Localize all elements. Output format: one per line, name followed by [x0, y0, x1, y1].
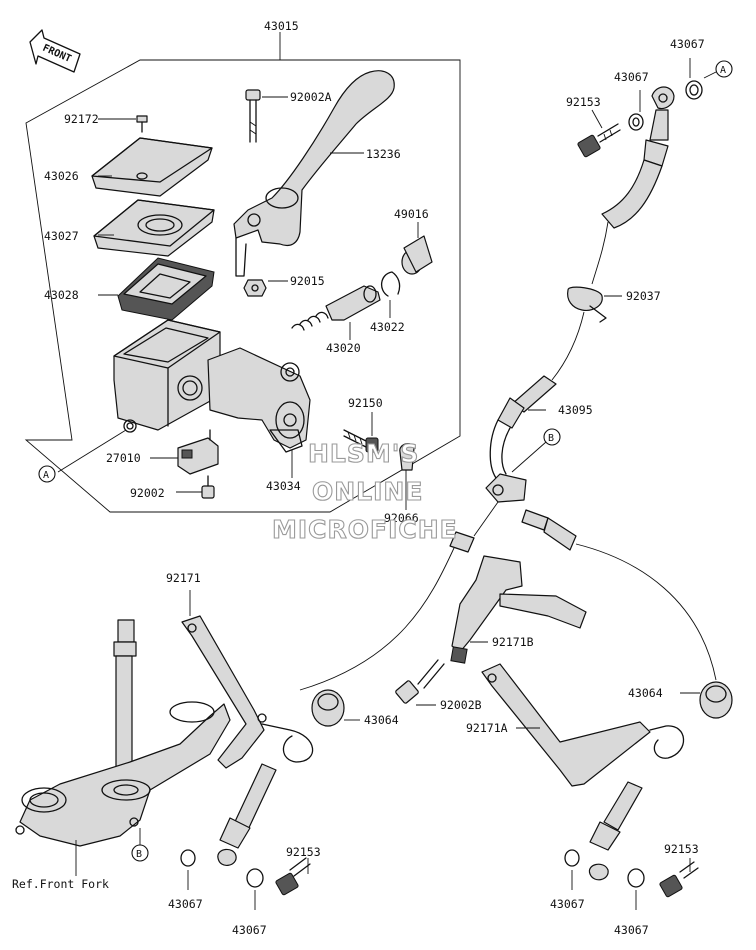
label-43067-bottom-right-1: 43067 [550, 897, 585, 911]
front-arrow: FRONT [29, 29, 81, 73]
marker-a-top: A [715, 60, 733, 78]
label-43067-mid: 43067 [614, 70, 649, 84]
label-92015: 92015 [290, 274, 325, 288]
label-43015: 43015 [264, 19, 299, 33]
label-92066: 92066 [384, 511, 419, 525]
nut-92015 [243, 279, 267, 297]
svg-text:MICROFICHE: MICROFICHE [272, 515, 458, 544]
cap-92066 [399, 443, 415, 471]
label-43064-left: 43064 [364, 713, 399, 727]
svg-text:B: B [548, 433, 554, 444]
bracket-92171B [450, 555, 587, 664]
bracket-92171 [181, 615, 314, 769]
label-43067-bottom-right-2: 43067 [614, 923, 649, 937]
label-43028: 43028 [44, 288, 79, 302]
diaphragm-43028 [117, 257, 215, 321]
watermark: HLSM'S ONLINE MICROFICHE [271, 438, 458, 544]
svg-text:B: B [136, 849, 142, 860]
brake-switch-27010 [177, 429, 219, 475]
label-43020: 43020 [326, 341, 361, 355]
circlip-43022 [381, 271, 401, 297]
label-43022: 43022 [370, 320, 405, 334]
brake-hose-joint [299, 473, 717, 691]
brake-lever-13236 [233, 70, 395, 277]
bolt-92153-top [577, 123, 621, 158]
svg-text:A: A [720, 65, 726, 76]
front-fork-stem [15, 619, 231, 847]
label-ref-front-fork: Ref.Front Fork [12, 877, 109, 891]
label-92150: 92150 [348, 396, 383, 410]
svg-text:HLSM'S: HLSM'S [308, 439, 419, 468]
label-92002: 92002 [130, 486, 165, 500]
bracket-92171A [481, 663, 685, 787]
brake-hose-lower-left [180, 763, 311, 896]
label-92153-bottom-left: 92153 [286, 845, 321, 859]
screw-92172 [136, 115, 148, 133]
label-43026: 43026 [44, 169, 79, 183]
label-13236: 13236 [366, 147, 401, 161]
kit-frame [24, 59, 461, 513]
label-92171B: 92171B [492, 635, 534, 649]
label-43067-top: 43067 [670, 37, 705, 51]
bolt-92002B [395, 659, 445, 704]
brake-hose-upper [489, 80, 703, 479]
label-43067-bottom-left-1: 43067 [168, 897, 203, 911]
label-43095: 43095 [558, 403, 593, 417]
label-27010: 27010 [106, 451, 141, 465]
marker-a-left: A [38, 465, 56, 483]
label-92153-top: 92153 [566, 95, 601, 109]
screw-92002 [201, 475, 215, 499]
brake-hose-lower-right [564, 781, 699, 898]
label-92171: 92171 [166, 571, 201, 585]
master-cylinder-body [113, 319, 311, 453]
label-49016: 49016 [394, 207, 429, 221]
grommet-43064-right [699, 681, 733, 719]
grommet-43064-left [311, 689, 345, 727]
marker-b-bottom: B [131, 844, 149, 862]
label-43067-bottom-left-2: 43067 [232, 923, 267, 937]
plate-43027 [93, 199, 215, 257]
label-92172: 92172 [64, 112, 99, 126]
piston-43020 [291, 285, 381, 331]
svg-text:ONLINE: ONLINE [312, 477, 423, 506]
label-92037: 92037 [626, 289, 661, 303]
reservoir-cap-43026 [91, 137, 213, 197]
bolt-92150 [343, 429, 379, 453]
label-92171A: 92171A [466, 721, 508, 735]
label-92002B: 92002B [440, 698, 482, 712]
label-43027: 43027 [44, 229, 79, 243]
marker-b-top: B [543, 428, 561, 446]
svg-text:A: A [43, 470, 49, 481]
label-43064-right: 43064 [628, 686, 663, 700]
boot-49016 [401, 235, 433, 275]
label-43034: 43034 [266, 479, 301, 493]
pivot-bolt-92002A [245, 89, 261, 143]
label-92153-bottom-right: 92153 [664, 842, 699, 856]
front-arrow-label: FRONT [41, 43, 73, 65]
label-92002A: 92002A [290, 90, 332, 104]
